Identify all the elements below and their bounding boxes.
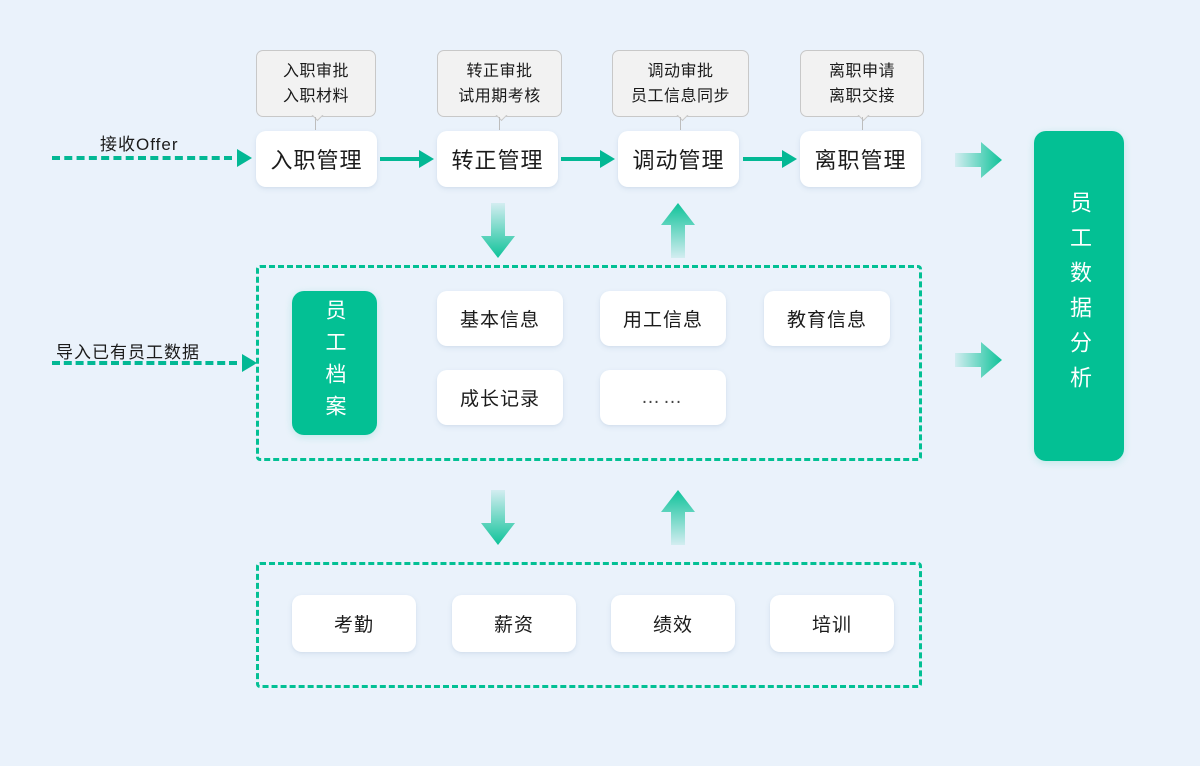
callout-regularization: 转正审批 试用期考核	[437, 50, 562, 117]
archive-panel-label: 员工档案	[323, 299, 346, 427]
arrow-right-icon	[380, 143, 434, 175]
module-label: 培训	[811, 615, 852, 636]
stage-box-resignation[interactable]: 离职管理	[800, 131, 921, 187]
arrow-down-icon	[481, 490, 515, 545]
callout-line-2: 离职交接	[828, 87, 895, 105]
arrow-dashed-right-icon	[52, 347, 257, 379]
stage-box-regularization[interactable]: 转正管理	[437, 131, 558, 187]
analysis-panel-label: 员工数据分析	[1067, 191, 1092, 401]
arrow-down-icon	[481, 203, 515, 258]
archive-field-growth-record[interactable]: 成长记录	[437, 370, 563, 425]
field-label: 基本信息	[459, 310, 540, 331]
stage-label: 入职管理	[270, 148, 363, 173]
callout-resignation: 离职申请 离职交接	[800, 50, 924, 117]
arrow-up-icon	[661, 490, 695, 545]
arrow-dashed-right-icon	[52, 142, 252, 174]
archive-field-basic-info[interactable]: 基本信息	[437, 291, 563, 346]
callout-line-1: 入职审批	[282, 62, 349, 80]
field-label: 教育信息	[786, 310, 867, 331]
module-box-payroll[interactable]: 薪资	[452, 595, 576, 652]
callout-line-1: 转正审批	[466, 62, 533, 80]
archive-field-employment-info[interactable]: 用工信息	[600, 291, 726, 346]
archive-field-education-info[interactable]: 教育信息	[764, 291, 890, 346]
callout-line-1: 调动审批	[647, 62, 714, 80]
archive-group-container	[256, 265, 922, 461]
entry-label-receive-offer: 接收Offer	[100, 135, 179, 154]
stage-box-onboarding[interactable]: 入职管理	[256, 131, 377, 187]
stage-box-transfer[interactable]: 调动管理	[618, 131, 739, 187]
arrow-right-icon	[561, 143, 615, 175]
callout-line-1: 离职申请	[828, 62, 895, 80]
arrow-fat-right-icon	[955, 142, 1002, 178]
archive-panel[interactable]: 员工档案	[292, 291, 377, 435]
callout-onboarding: 入职审批 入职材料	[256, 50, 376, 117]
arrow-right-icon	[743, 143, 797, 175]
module-label: 薪资	[493, 615, 534, 636]
stage-label: 调动管理	[632, 148, 725, 173]
analysis-panel[interactable]: 员工数据分析	[1034, 131, 1124, 461]
field-label: 成长记录	[459, 389, 540, 410]
callout-line-2: 员工信息同步	[630, 87, 730, 105]
callout-transfer: 调动审批 员工信息同步	[612, 50, 749, 117]
module-box-attendance[interactable]: 考勤	[292, 595, 416, 652]
field-label: 用工信息	[622, 310, 703, 331]
module-box-performance[interactable]: 绩效	[611, 595, 735, 652]
arrow-up-icon	[661, 203, 695, 258]
stage-label: 离职管理	[814, 148, 907, 173]
callout-connector	[315, 117, 316, 130]
archive-field-more[interactable]: ……	[600, 370, 726, 425]
callout-connector	[680, 117, 681, 130]
callout-line-2: 入职材料	[282, 87, 349, 105]
modules-group-container	[256, 562, 922, 688]
module-box-training[interactable]: 培训	[770, 595, 894, 652]
callout-connector	[862, 117, 863, 130]
entry-label-import-data: 导入已有员工数据	[56, 343, 200, 362]
field-label: ……	[641, 386, 685, 408]
module-label: 绩效	[652, 615, 693, 636]
callout-line-2: 试用期考核	[458, 87, 541, 105]
arrow-fat-right-icon	[955, 342, 1002, 378]
callout-connector	[499, 117, 500, 130]
stage-label: 转正管理	[451, 148, 544, 173]
module-label: 考勤	[333, 615, 374, 636]
